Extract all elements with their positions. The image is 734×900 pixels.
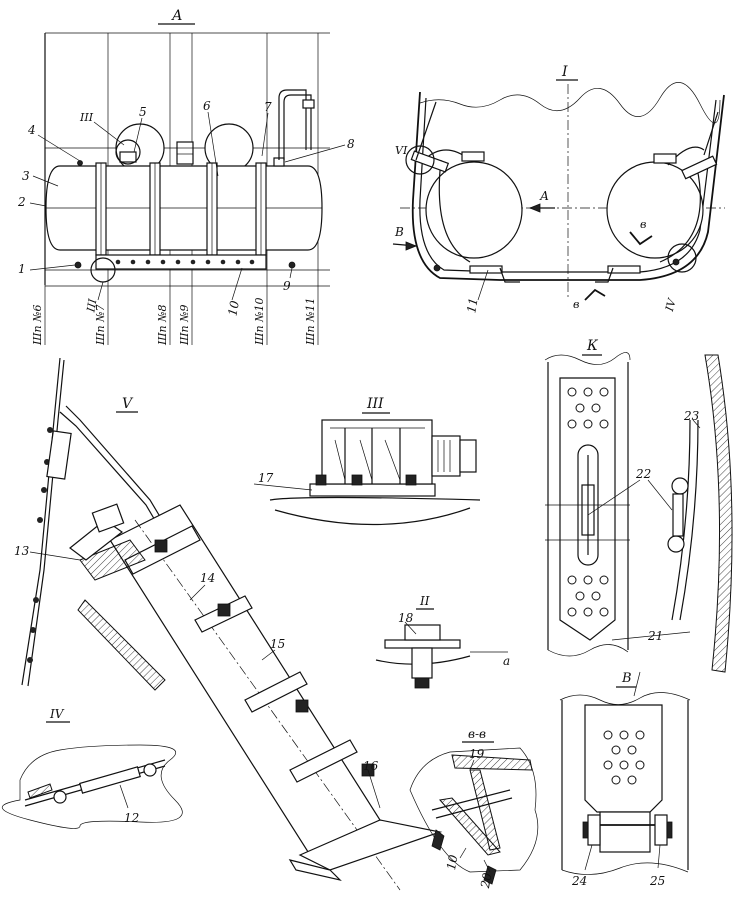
detail-ref-IV: IV — [663, 296, 679, 313]
frame-label-8: Шп №8 — [156, 304, 169, 346]
detail-ref-VI: VI — [395, 144, 408, 157]
view-b-title: В — [621, 671, 632, 686]
callout-2: 2 — [17, 195, 26, 209]
callout-13: 13 — [14, 544, 30, 558]
view-vv-title: в-в — [468, 727, 486, 741]
view-vv: в-в 19 10 20 — [409, 727, 539, 890]
frame-label-9: Шп №9 — [178, 304, 191, 346]
callout-12: 12 — [124, 811, 139, 825]
view-k: К 22 23 21 — [544, 338, 733, 673]
callout-3: 3 — [22, 169, 30, 183]
callout-18: 18 — [398, 611, 414, 625]
callout-11: 11 — [464, 297, 480, 314]
view-iii-title: III — [366, 396, 384, 412]
section-mark-v2: в — [573, 298, 579, 311]
callout-a: a — [503, 654, 510, 668]
frame-label-6: Шп №6 — [31, 304, 44, 346]
callout-16: 16 — [363, 759, 379, 773]
callout-20: 20 — [478, 871, 495, 890]
callout-1: 1 — [18, 262, 26, 276]
detail-ref-III-b: III — [84, 297, 99, 314]
view-i: I А — [392, 64, 725, 314]
callout-19: 19 — [469, 747, 485, 761]
callout-9: 9 — [283, 279, 291, 293]
callout-17: 17 — [258, 471, 274, 485]
callout-5: 5 — [139, 105, 147, 119]
view-b: В 24 25 — [559, 671, 691, 888]
view-iv: IV 12 — [1, 707, 183, 829]
frame-label-7: Шп №7 — [94, 304, 107, 346]
view-k-title: К — [586, 338, 599, 354]
callout-22: 22 — [635, 467, 651, 481]
callout-4: 4 — [27, 123, 36, 137]
frame-label-11: Шп №11 — [304, 297, 317, 346]
callout-8: 8 — [347, 137, 355, 151]
callout-7: 7 — [264, 100, 272, 114]
section-mark-v1: в — [640, 218, 646, 231]
view-v: V — [14, 357, 443, 891]
callout-10: 10 — [225, 299, 242, 317]
frame-label-10: Шп №10 — [253, 297, 266, 346]
view-a: А — [17, 8, 355, 346]
callout-6: 6 — [203, 99, 211, 113]
arrow-label-a: А — [539, 189, 549, 203]
callout-10-section: 10 — [444, 853, 461, 871]
view-v-title: V — [122, 396, 134, 412]
view-iii: III 17 — [253, 396, 481, 526]
callout-15: 15 — [270, 637, 285, 651]
view-a-title: А — [171, 8, 183, 24]
view-ii: II 18 a — [375, 594, 510, 689]
arrow-label-b: В — [394, 225, 404, 239]
callout-21: 21 — [647, 629, 663, 643]
view-i-title: I — [561, 64, 568, 80]
view-ii-title: II — [419, 594, 430, 608]
detail-ref-III-a: III — [79, 111, 94, 124]
callout-24: 24 — [571, 874, 587, 888]
callout-25: 25 — [649, 874, 665, 888]
callout-14: 14 — [200, 571, 215, 585]
callout-23: 23 — [683, 409, 700, 423]
view-iv-title: IV — [49, 707, 65, 721]
